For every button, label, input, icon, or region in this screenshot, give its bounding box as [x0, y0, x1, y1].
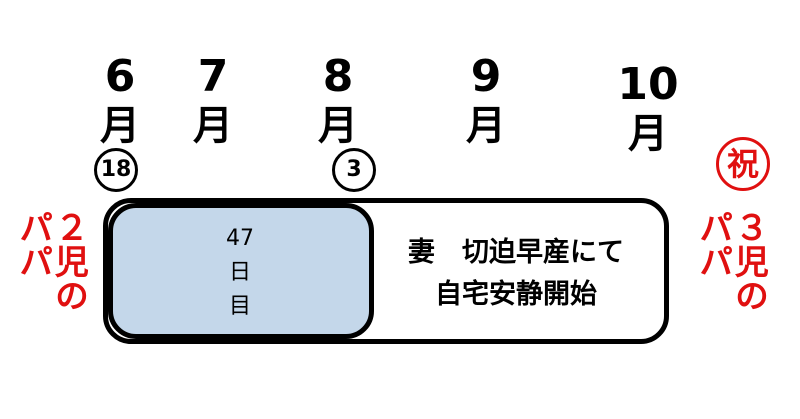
month-august: 8 月 [308, 51, 368, 149]
month-number: 6 [104, 51, 136, 102]
month-october: 10 月 [608, 59, 688, 157]
leave-day-unit: 日 [228, 260, 251, 286]
month-september: 9 月 [456, 51, 516, 149]
month-kanji: 月 [466, 102, 506, 149]
right-side-label: ３児の パパ [692, 210, 769, 312]
left-label-col-2: パパ [12, 210, 53, 278]
event-line-1: 妻 切迫早産にて [408, 237, 624, 268]
event-line-2: 自宅安静開始 [435, 278, 597, 310]
month-kanji: 月 [318, 102, 358, 149]
leave-day-count: 47 日 目 [200, 222, 280, 324]
month-number: 8 [322, 51, 354, 102]
month-number: 7 [197, 51, 229, 102]
leave-day-suffix: 目 [228, 294, 251, 320]
month-kanji: 月 [100, 102, 140, 149]
month-number: 9 [470, 51, 502, 102]
month-number: 10 [617, 59, 679, 110]
event-description: 妻 切迫早産にて 自宅安静開始 [378, 232, 654, 316]
right-label-col-2: パパ [692, 210, 733, 278]
celebration-mark: 祝 [716, 137, 770, 191]
left-side-label: ２児の パパ [12, 210, 89, 312]
leave-period-segment [108, 203, 374, 339]
month-june: 6 月 [90, 51, 150, 149]
left-label-col-1: ２児の [48, 210, 89, 312]
end-date-marker: 3 [332, 148, 376, 192]
month-kanji: 月 [193, 102, 233, 149]
leave-day-number: 47 [226, 226, 254, 251]
start-date-marker: 18 [94, 148, 138, 192]
month-july: 7 月 [183, 51, 243, 149]
right-label-col-1: ３児の [728, 210, 769, 312]
month-kanji: 月 [628, 110, 668, 157]
